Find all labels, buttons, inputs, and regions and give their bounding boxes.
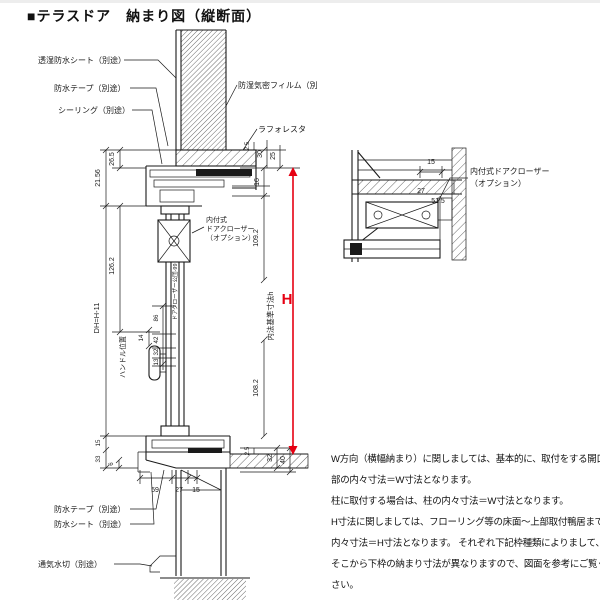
upper-wall-hatch <box>181 30 226 150</box>
door-panel-lines <box>165 206 185 436</box>
sill-seal <box>188 448 222 453</box>
detail-channel-seal <box>350 243 362 255</box>
photo-edge <box>0 0 600 3</box>
dim-26-5: 26.5 <box>109 152 116 166</box>
door-handle <box>148 345 161 381</box>
door-closer-pivot <box>168 235 180 247</box>
label-tape-bottom: 防水テープ（別途） <box>54 504 126 514</box>
page-title: ■テラスドア 納まり図（縦断面） <box>27 8 262 24</box>
dim-27: 27 <box>175 487 183 494</box>
label-sheet-bottom: 防水シート（別途） <box>54 519 126 529</box>
notes-text: W方向（横幅納まり）に関しましては、基本的に、取付をする開口 部の内々寸法＝W寸… <box>331 454 600 591</box>
dimensions-left: 26.5 21.56 126.2 DH=H-11 86 42 32 13 14 … <box>92 146 176 472</box>
dim-42: 42 <box>153 336 160 343</box>
dim-15-bottom: 15 <box>192 487 200 494</box>
dim-dh: DH=H-11 <box>92 303 101 334</box>
callout-labels: 透湿防水シート（別途） 防水テープ（別途） シーリング（別途） 防湿気密フィルム… <box>38 55 318 569</box>
dimension-ticks-bottom <box>136 474 201 482</box>
dim-2-5-top: 2.5 <box>244 141 251 150</box>
detail-closer-bracket <box>437 197 453 221</box>
detail-drawing: 15 27 51.5 内付式ドアクローザー （オプション） <box>343 147 549 262</box>
dim-13: 13 <box>153 358 160 365</box>
label-sealing: シーリング（別途） <box>58 105 130 115</box>
dimensions-bottom: 59 27 15 <box>136 470 201 494</box>
detail-label-leader <box>437 177 468 203</box>
extension-lines-left <box>100 149 176 469</box>
lower-wall-lines <box>160 468 250 579</box>
frame-head-stop <box>159 189 195 203</box>
dim-86: 86 <box>153 314 160 321</box>
detail-dim-line-15 <box>416 166 446 178</box>
label-closer-2: ドアクローザー <box>206 225 255 233</box>
header-lintel <box>175 149 257 167</box>
upper-wall-lines <box>175 29 227 150</box>
detail-wall-hatch <box>451 147 467 261</box>
label-closer-3: （オプション） <box>206 234 255 242</box>
frame-head-profile-2 <box>153 179 225 188</box>
dim-109-2: 109.2 <box>253 229 260 247</box>
detail-label-1: 内付式ドアクローザー <box>470 166 549 176</box>
door-closer-brace <box>157 219 191 263</box>
sill-outline <box>145 435 231 460</box>
uchinori-label: 内法基準寸法h <box>265 291 275 340</box>
sill-profile <box>151 439 225 449</box>
extension-lines-right <box>232 149 300 473</box>
dim-6: 6 <box>108 462 115 466</box>
dim-32-right: 32 <box>267 454 274 462</box>
dim-25: 25 <box>270 152 277 160</box>
frame-head-seal <box>196 169 252 176</box>
dim-15-left: 15 <box>95 439 102 446</box>
detail-dim-15: 15 <box>427 159 435 166</box>
label-laforesta: ラフォレスタ <box>258 125 306 134</box>
dim-33: 33 <box>95 455 102 462</box>
lower-wall-blocking <box>180 469 222 491</box>
label-closer-1: 内付式 <box>206 215 227 224</box>
door-bottom-rail <box>160 425 190 437</box>
leader-lines <box>114 59 258 567</box>
door-closer-model-label: ドアクローザー公団-99 <box>172 263 179 320</box>
dimension-lines-bottom <box>139 470 198 484</box>
dim-30: 30 <box>257 150 264 158</box>
drip-edge <box>137 451 150 473</box>
dimensions-right: 2.5 30 25 16 109.2 108.2 内法基準寸法h 2.5 32 … <box>232 140 300 476</box>
dim-126-2: 126.2 <box>109 257 116 275</box>
detail-closer-pivot-1 <box>373 210 383 220</box>
detail-dim-27: 27 <box>417 188 425 195</box>
detail-top-lines <box>358 159 452 171</box>
dim-21-56: 21.56 <box>95 169 102 187</box>
dimension-lines-left <box>105 150 164 468</box>
detail-closer-brace <box>365 201 439 229</box>
detail-closer-pivot-2 <box>421 210 431 220</box>
vent-drip-profile <box>149 548 177 573</box>
dim-16: 16 <box>254 178 261 186</box>
dim-32: 32 <box>153 348 160 355</box>
dimension-ticks-left <box>102 146 167 472</box>
detail-beam-hatch <box>357 179 455 195</box>
ground-hatch <box>174 579 246 600</box>
dim-108-2: 108.2 <box>253 379 260 397</box>
door-top-rail <box>160 205 190 215</box>
main-section-drawing: ドアクローザー公団-99 <box>137 29 309 600</box>
dim-59: 59 <box>151 487 159 494</box>
dim-40: 40 <box>280 456 287 464</box>
dimension-lines-right <box>253 140 291 472</box>
detail-label-2: （オプション） <box>470 179 526 188</box>
red-h-dimension: H <box>282 167 298 455</box>
handle-position-label: ハンドル位置 <box>118 336 127 378</box>
label-sheet-top: 透湿防水シート（別途） <box>38 55 126 65</box>
detail-frame-lines <box>351 150 462 262</box>
dim-2-5-bottom: 2.5 <box>244 446 251 455</box>
dim-14: 14 <box>138 334 145 341</box>
label-tape-top: 防水テープ（別途） <box>54 83 126 93</box>
label-vent: 通気水切（別途） <box>38 559 102 569</box>
h-dimension-label: H <box>282 291 293 308</box>
label-film: 防湿気密フィルム（別 <box>238 80 318 90</box>
